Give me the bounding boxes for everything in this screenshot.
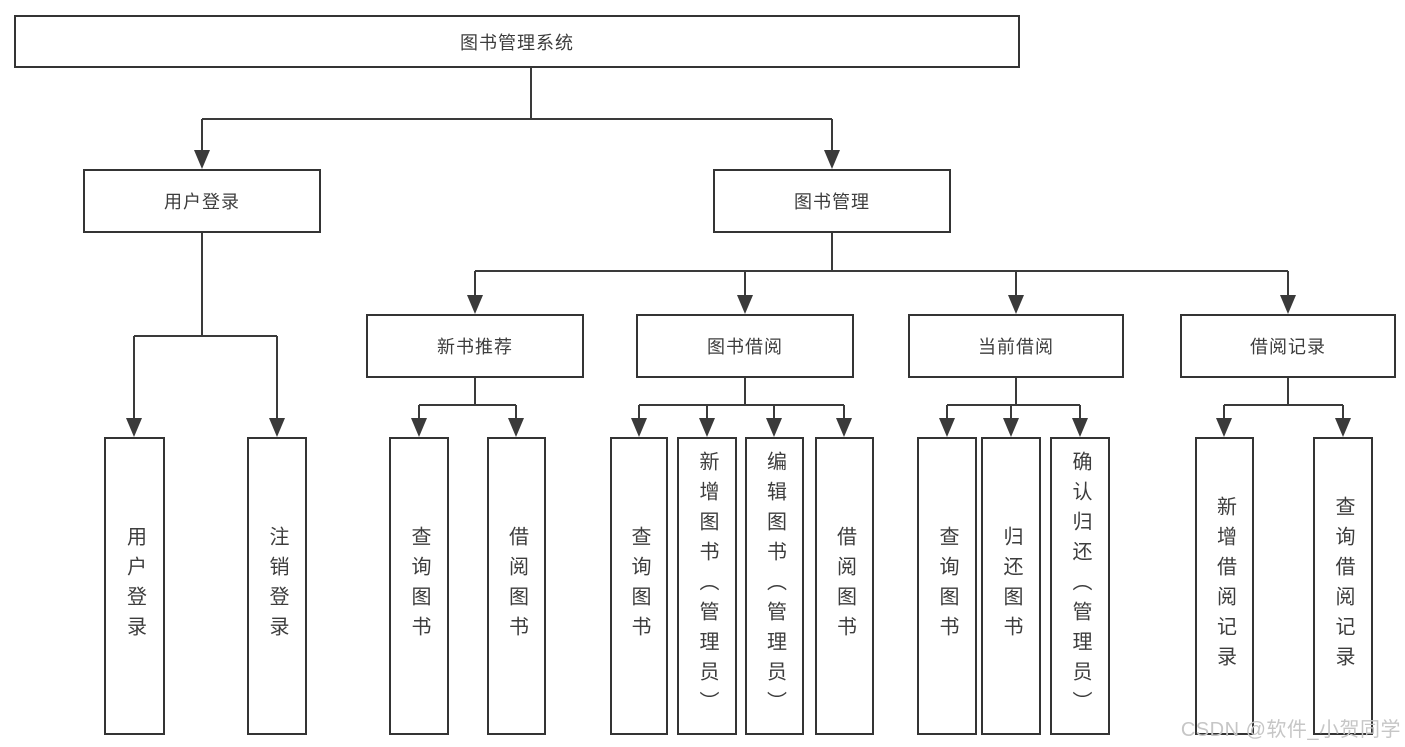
node-label: 借阅记录 [1250,337,1326,357]
connector-borrowing-records [1223,378,1344,420]
node-label: 图书借阅 [707,337,783,357]
node-leaf-borrow-books-borrowing: 借阅图书 [815,437,874,735]
connector-book-borrowing [638,378,845,420]
arrowhead [269,418,285,437]
node-leaf-query-borrow-record: 查询借阅记录 [1313,437,1373,735]
connector-current-borrowing [946,378,1081,420]
arrowhead [699,418,715,437]
connector-root [201,68,833,152]
csdn-watermark: CSDN @软件_小贺同学 [1180,719,1401,741]
node-book-borrowing: 图书借阅 [636,314,854,378]
arrowhead [126,418,142,437]
node-label: 图书管理系统 [460,32,574,53]
arrowhead [631,418,647,437]
node-label: 查询图书 [408,526,430,646]
node-borrowing-records: 借阅记录 [1180,314,1396,378]
node-book-management: 图书管理 [713,169,951,233]
node-leaf-logout: 注销登录 [247,437,307,735]
arrowhead [766,418,782,437]
arrowheads [126,150,1351,437]
arrowhead [1335,418,1351,437]
node-leaf-query-books-borrowing: 查询图书 [610,437,668,735]
node-new-book-recommendation: 新书推荐 [366,314,584,378]
node-label: 查询借阅记录 [1332,496,1354,676]
arrowhead [1216,418,1232,437]
node-leaf-query-books-current: 查询图书 [917,437,977,735]
node-label: 当前借阅 [978,337,1054,357]
arrowhead [824,150,840,169]
node-label: 用户登录 [123,526,146,646]
node-label: 借阅图书 [505,526,528,646]
arrowhead [1008,295,1024,314]
node-label: 注销登录 [266,526,288,646]
node-leaf-confirm-return-admin: 确认归还（管理员） [1050,437,1110,735]
node-label: 新书推荐 [437,337,513,357]
node-label: 借阅图书 [833,526,856,646]
arrowhead [1072,418,1088,437]
node-leaf-return-books: 归还图书 [981,437,1041,735]
node-leaf-add-borrow-record: 新增借阅记录 [1195,437,1254,735]
node-leaf-borrow-books-recommend: 借阅图书 [487,437,546,735]
node-label: 新增借阅记录 [1213,496,1236,676]
connector-new-book-recommendation [418,378,517,420]
arrowhead [467,295,483,314]
arrowhead [508,418,524,437]
node-label: 新增图书（管理员） [696,451,718,721]
node-label: 编辑图书（管理员） [763,451,786,721]
arrowhead [1280,295,1296,314]
node-label: 用户登录 [164,192,240,212]
arrowhead [836,418,852,437]
arrowhead [737,295,753,314]
node-label: 归还图书 [1000,526,1022,646]
arrowhead [194,150,210,169]
arrowhead [939,418,955,437]
connector-book-management [474,233,1289,297]
node-label: 查询图书 [628,526,650,646]
node-label: 确认归还（管理员） [1069,451,1091,721]
node-leaf-user-login: 用户登录 [104,437,165,735]
arrowhead [411,418,427,437]
node-label: 查询图书 [936,526,958,646]
node-label: 图书管理 [794,192,870,212]
node-library-management-system: 图书管理系统 [14,15,1020,68]
connector-user-login [133,233,278,420]
node-leaf-query-books-recommend: 查询图书 [389,437,449,735]
arrowhead [1003,418,1019,437]
node-current-borrowing: 当前借阅 [908,314,1124,378]
node-user-login: 用户登录 [83,169,321,233]
node-leaf-edit-books-admin: 编辑图书（管理员） [745,437,804,735]
node-leaf-add-books-admin: 新增图书（管理员） [677,437,737,735]
